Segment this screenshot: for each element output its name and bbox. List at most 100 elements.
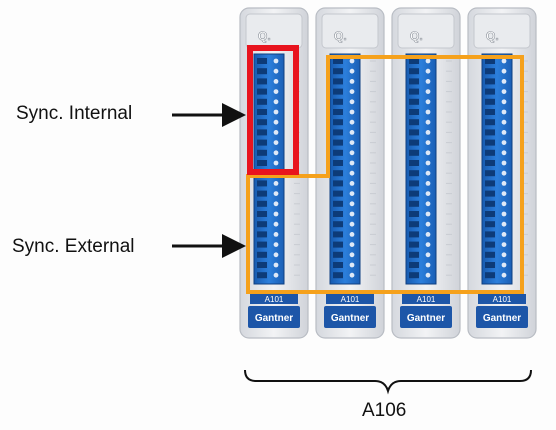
terminal-slot <box>257 160 267 166</box>
terminal-block <box>405 53 437 285</box>
terminal-slot <box>333 68 343 75</box>
module-model-label: A101 <box>341 295 360 304</box>
screw-contact <box>501 262 507 268</box>
screw-contact <box>349 252 355 258</box>
screw-contact <box>273 160 279 166</box>
terminal-slot <box>485 262 495 268</box>
terminal-slot <box>333 231 343 238</box>
terminal-slot <box>409 78 419 85</box>
terminal-slot <box>257 139 267 146</box>
sync-internal-label: Sync. Internal <box>16 103 133 124</box>
model-strip <box>326 294 374 304</box>
terminal-slot <box>257 129 267 136</box>
screw-contact <box>349 242 355 248</box>
screw-contact <box>425 232 431 237</box>
screw-contact <box>425 58 431 64</box>
screw-contact <box>501 160 507 166</box>
terminal-slot <box>485 160 495 166</box>
terminal-slot <box>257 251 267 258</box>
brand-badge <box>324 306 376 328</box>
sync-external-outline <box>246 55 524 294</box>
screw-contact <box>349 181 355 186</box>
screw-contact <box>349 201 355 207</box>
terminal-slot <box>485 231 495 238</box>
screw-contact <box>501 201 507 207</box>
screw-contact <box>425 99 431 105</box>
terminal-slot <box>333 160 343 166</box>
model-strip <box>250 294 298 304</box>
screw-contact <box>273 119 279 125</box>
module-top-tag: Q. <box>410 29 423 43</box>
terminal-slot <box>485 78 495 85</box>
terminal-slot <box>485 221 495 228</box>
terminal-slot <box>409 170 419 177</box>
screw-contact <box>273 109 279 115</box>
terminal-slot <box>485 200 495 207</box>
terminal-slot <box>257 68 267 75</box>
terminal-slot <box>409 149 419 156</box>
screw-contact <box>501 109 507 115</box>
screw-contact <box>425 272 431 278</box>
screw-contact <box>349 211 355 217</box>
screw-contact <box>273 140 279 146</box>
terminal-slot <box>485 211 495 217</box>
terminal-slot <box>257 109 267 115</box>
terminal-slot <box>485 251 495 258</box>
screw-contact <box>273 272 279 278</box>
terminal-slot <box>257 58 267 64</box>
screw-contact <box>501 58 507 64</box>
module-model-label: A101 <box>265 295 284 304</box>
module-head <box>397 13 455 49</box>
screw-contact <box>349 160 355 166</box>
terminal-slot <box>257 78 267 85</box>
terminal-slot <box>409 88 419 95</box>
module-head <box>245 13 303 49</box>
terminal-slot <box>257 231 267 238</box>
terminal-slot <box>409 231 419 238</box>
terminal-slot <box>485 98 495 105</box>
screw-contact <box>425 221 431 227</box>
terminal-slot <box>333 58 343 64</box>
terminal-slot <box>485 272 495 279</box>
screw-contact <box>273 89 279 94</box>
screw-contact <box>501 272 507 278</box>
terminal-slot <box>409 139 419 146</box>
screw-contact <box>273 242 279 248</box>
terminal-slot <box>333 129 343 136</box>
screw-contact <box>349 150 355 156</box>
module-head <box>473 13 531 49</box>
terminal-slot <box>333 88 343 95</box>
terminal-slot <box>485 58 495 64</box>
terminal-slot <box>333 180 343 187</box>
module-model-label: A101 <box>417 295 436 304</box>
terminal-slot <box>333 98 343 105</box>
module-brand-label: Gantner <box>255 313 293 324</box>
screw-contact <box>425 68 431 74</box>
terminal-slot <box>257 262 267 268</box>
terminal-slot <box>333 139 343 146</box>
terminal-slot <box>409 160 419 166</box>
terminal-slot <box>333 170 343 177</box>
screw-contact <box>501 140 507 146</box>
screw-contact <box>501 99 507 105</box>
terminal-slot <box>409 262 419 268</box>
terminal-slot <box>409 129 419 136</box>
model-strip <box>478 294 526 304</box>
terminal-slot <box>409 211 419 217</box>
screw-contact <box>425 119 431 125</box>
terminal-slot <box>485 149 495 156</box>
terminal-slot <box>333 211 343 217</box>
screw-contact <box>273 68 279 74</box>
terminal-slot <box>409 98 419 105</box>
screw-contact <box>349 140 355 146</box>
terminal-slot <box>485 88 495 95</box>
terminal-slot <box>333 262 343 268</box>
terminal-slot <box>257 98 267 105</box>
screw-contact <box>349 191 355 197</box>
screw-contact <box>349 89 355 94</box>
screw-contact <box>501 68 507 74</box>
terminal-slot <box>257 221 267 228</box>
screw-contact <box>349 272 355 278</box>
